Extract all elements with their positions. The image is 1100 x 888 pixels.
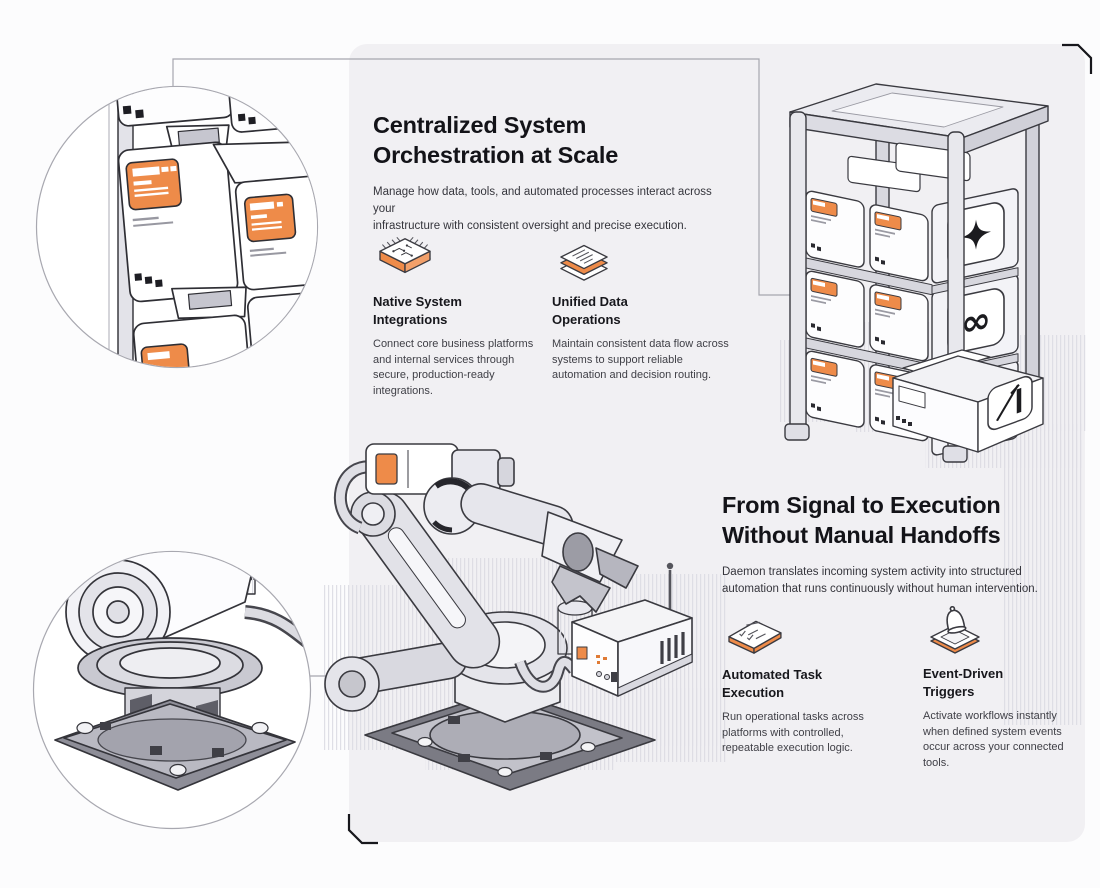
- corner-bracket-top-right: [1062, 43, 1093, 74]
- corner-bracket-bottom-left: [347, 814, 378, 845]
- feature-description: Activate workflows instantly when define…: [923, 710, 1064, 769]
- section-subtitle: Daemon translates incoming system activi…: [722, 566, 1038, 595]
- title-line: Without Manual Handoffs: [722, 522, 1001, 548]
- xai-floor-box: [892, 349, 1044, 453]
- crate-closeup-magnifier: [35, 85, 319, 369]
- bell-platform-icon: [930, 605, 980, 654]
- xai-logo-icon: [987, 375, 1033, 431]
- feature-event-driven-triggers: Event-Driven Triggers Activate workflows…: [923, 603, 1088, 771]
- section-title: From Signal to Execution Without Manual …: [722, 490, 1100, 550]
- feature-title: Automated Task Execution: [722, 667, 823, 700]
- feature-native-system-integrations: Native System Integrations Connect core …: [373, 233, 543, 399]
- crate-orange-labels: [810, 197, 902, 429]
- controller-box: [571, 562, 693, 697]
- feature-title: Event-Driven Triggers: [923, 666, 1004, 699]
- document-stack-icon: [560, 244, 608, 281]
- title-line: From Signal to Execution: [722, 492, 1001, 518]
- orange-crate-label: [125, 158, 182, 211]
- section-title: Centralized System Orchestration at Scal…: [373, 110, 733, 170]
- title-line: Orchestration at Scale: [373, 142, 619, 168]
- feature-unified-data-operations: Unified Data Operations Maintain consist…: [552, 233, 742, 384]
- feature-title: Native System Integrations: [373, 294, 462, 327]
- feature-description: Run operational tasks across platforms w…: [722, 711, 864, 755]
- connector-line-top: [172, 58, 814, 296]
- section-orchestration: Centralized System Orchestration at Scal…: [373, 110, 733, 235]
- orange-crate-label: [243, 193, 297, 243]
- title-line: Centralized System: [373, 112, 587, 138]
- robot-arm-illustration: [324, 443, 693, 791]
- chip-icon: [379, 236, 431, 274]
- rack-front-crates: [801, 190, 933, 443]
- robot-joint-magnifier: [32, 550, 312, 830]
- sparkle-logo-icon: [961, 219, 991, 250]
- section-execution: From Signal to Execution Without Manual …: [722, 490, 1100, 598]
- feature-description: Maintain consistent data flow across sys…: [552, 338, 729, 382]
- crate-rack-illustration: ∞: [784, 83, 1049, 463]
- section-subtitle: Manage how data, tools, and automated pr…: [373, 186, 712, 232]
- checklist-icon: [728, 620, 782, 654]
- feature-automated-task-execution: Automated Task Execution Run operational…: [722, 606, 917, 757]
- infinity-logo-icon: ∞: [961, 297, 991, 346]
- feature-title: Unified Data Operations: [552, 294, 628, 327]
- feature-description: Connect core business platforms and inte…: [373, 338, 534, 397]
